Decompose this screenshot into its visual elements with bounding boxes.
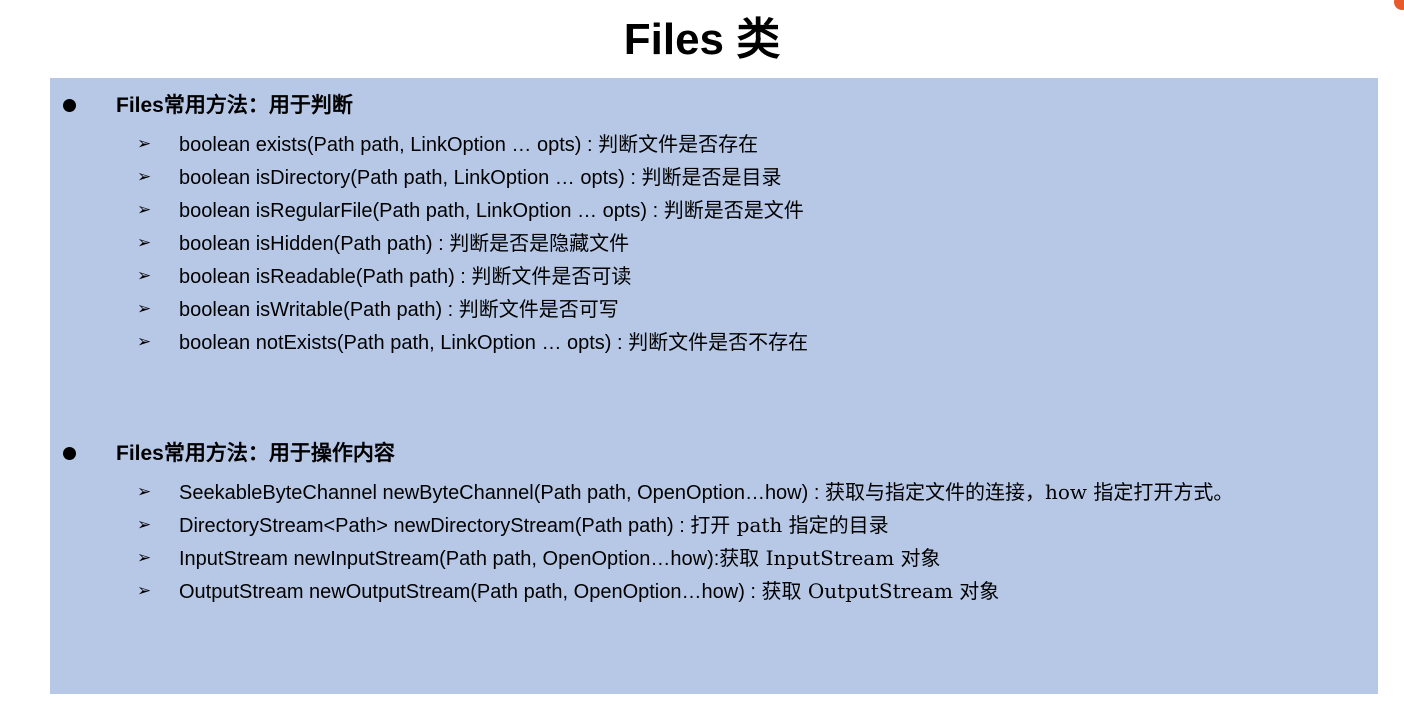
section-judgement: Files常用方法：用于判断 ➢ boolean exists(Path path… xyxy=(50,88,1378,359)
method-list: ➢ SeekableByteChannel newByteChannel(Path… xyxy=(50,476,1378,608)
content-panel: Files常用方法：用于判断 ➢ boolean exists(Path path… xyxy=(50,78,1378,694)
arrow-bullet-icon: ➢ xyxy=(137,581,152,600)
method-signature: boolean isRegularFile(Path path, LinkOpt… xyxy=(179,200,664,222)
section-heading: Files常用方法：用于操作内容 xyxy=(116,442,395,465)
arrow-bullet-icon: ➢ xyxy=(137,332,152,351)
method-description: 判断是否是目录 xyxy=(641,165,782,189)
bullet-icon xyxy=(63,447,76,460)
arrow-bullet-icon: ➢ xyxy=(137,515,152,534)
list-item: ➢ boolean isRegularFile(Path path, LinkOp… xyxy=(50,194,1378,227)
section-content-operations: Files常用方法：用于操作内容 ➢ SeekableByteChannel ne… xyxy=(50,436,1378,608)
method-signature: OutputStream newOutputStream(Path path, … xyxy=(179,581,762,603)
method-signature: boolean exists(Path path, LinkOption … o… xyxy=(179,134,599,156)
method-description: 判断文件是否不存在 xyxy=(628,330,809,354)
arrow-bullet-icon: ➢ xyxy=(137,233,152,252)
method-signature: boolean notExists(Path path, LinkOption … xyxy=(179,332,629,354)
method-description: 获取 InputStream 对象 xyxy=(719,546,941,570)
arrow-bullet-icon: ➢ xyxy=(137,548,152,567)
method-signature: SeekableByteChannel newByteChannel(Path … xyxy=(179,482,825,504)
bullet-icon xyxy=(63,99,76,112)
method-signature: InputStream newInputStream(Path path, Op… xyxy=(179,548,720,570)
method-signature: DirectoryStream<Path> newDirectoryStream… xyxy=(179,515,691,537)
list-item: ➢ OutputStream newOutputStream(Path path,… xyxy=(50,575,1378,608)
arrow-bullet-icon: ➢ xyxy=(137,167,152,186)
arrow-bullet-icon: ➢ xyxy=(137,134,152,153)
method-signature: boolean isReadable(Path path) : xyxy=(179,266,472,288)
list-item: ➢ boolean isDirectory(Path path, LinkOpti… xyxy=(50,161,1378,194)
method-description: 打开 path 指定的目录 xyxy=(690,513,889,537)
section-heading-row: Files常用方法：用于判断 xyxy=(50,88,1378,124)
list-item: ➢ boolean exists(Path path, LinkOption … … xyxy=(50,128,1378,161)
arrow-bullet-icon: ➢ xyxy=(137,266,152,285)
arrow-bullet-icon: ➢ xyxy=(137,200,152,219)
corner-decoration xyxy=(1394,0,1404,10)
method-description: 获取 OutputStream 对象 xyxy=(761,579,1000,603)
list-item: ➢ DirectoryStream<Path> newDirectoryStrea… xyxy=(50,509,1378,542)
method-list: ➢ boolean exists(Path path, LinkOption … … xyxy=(50,128,1378,359)
list-item: ➢ boolean isReadable(Path path) : 判断文件是否可… xyxy=(50,260,1378,293)
section-heading-row: Files常用方法：用于操作内容 xyxy=(50,436,1378,472)
list-item: ➢ SeekableByteChannel newByteChannel(Path… xyxy=(50,476,1378,509)
method-description: 判断是否是隐藏文件 xyxy=(449,231,630,255)
list-item: ➢ boolean isWritable(Path path) : 判断文件是否可… xyxy=(50,293,1378,326)
method-description: 判断文件是否可读 xyxy=(471,264,632,288)
method-signature: boolean isDirectory(Path path, LinkOptio… xyxy=(179,167,642,189)
arrow-bullet-icon: ➢ xyxy=(137,299,152,318)
arrow-bullet-icon: ➢ xyxy=(137,482,152,501)
method-description: 判断文件是否存在 xyxy=(598,132,759,156)
list-item: ➢ boolean isHidden(Path path) : 判断是否是隐藏文件 xyxy=(50,227,1378,260)
page-title: Files 类 xyxy=(623,15,781,64)
method-description: 判断是否是文件 xyxy=(663,198,804,222)
section-heading: Files常用方法：用于判断 xyxy=(116,94,353,117)
list-item: ➢ InputStream newInputStream(Path path, O… xyxy=(50,542,1378,575)
list-item: ➢ boolean notExists(Path path, LinkOption… xyxy=(50,326,1378,359)
method-signature: boolean isWritable(Path path) : xyxy=(179,299,459,321)
method-description: 判断文件是否可写 xyxy=(458,297,619,321)
method-description: 获取与指定文件的连接，how 指定打开方式。 xyxy=(824,480,1234,504)
method-signature: boolean isHidden(Path path) : xyxy=(179,233,450,255)
